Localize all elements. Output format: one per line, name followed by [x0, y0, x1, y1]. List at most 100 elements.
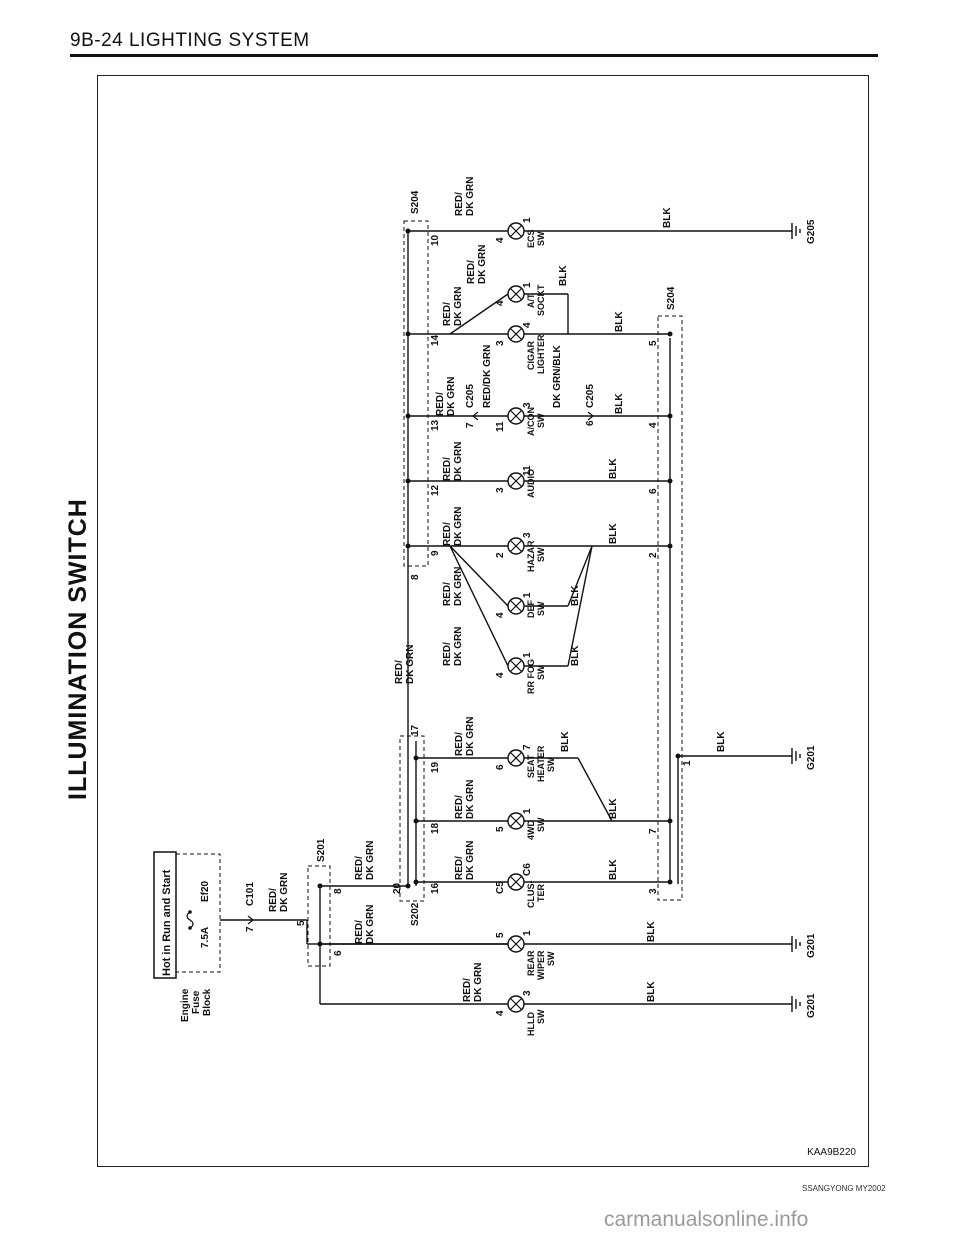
hazard-pin-in: 2 [495, 552, 506, 558]
s202-splice-box [399, 735, 425, 902]
def-label1: DEF [526, 599, 536, 618]
a-con-pin-in: 11 [495, 421, 506, 432]
hlld-g201: G201 [806, 993, 817, 1018]
cigar-pin-out: 4 [522, 322, 533, 328]
s202-pin-17: 17 [410, 724, 421, 736]
s201-out-color2: DK GRN [365, 905, 376, 944]
footer-text: SSANGYONG MY2002 [802, 1184, 886, 1193]
fuse-symbol [186, 911, 194, 929]
branch-rr-fog-def [408, 545, 670, 667]
hazard-wire-color2: DK GRN [453, 507, 464, 546]
a-con-inline-color: RED/DK GRN [482, 345, 493, 408]
cluster-pin-out: C6 [522, 863, 533, 876]
g201-bus-wire-label: BLK [716, 731, 727, 752]
a-con-label2: SW [536, 413, 546, 428]
ecs-wire-color2: DK GRN [465, 177, 476, 216]
cigar-blk: BLK [614, 311, 625, 332]
def-wire-color2: DK GRN [453, 567, 464, 606]
ecs-blk: BLK [662, 207, 673, 228]
s202-pin-19: 19 [430, 761, 441, 773]
s201-pin-6: 6 [333, 950, 344, 956]
s204-label: S204 [410, 190, 421, 214]
g201-bus-ground-symbol [791, 748, 801, 764]
s201-label: S201 [316, 838, 327, 862]
def-label2: SW [536, 601, 546, 616]
cluster-blk: BLK [608, 859, 619, 880]
s204-pin-12: 12 [430, 484, 441, 496]
wiring-diagram: Hot in Run and Start 7.5A Ef20 Engine Fu… [153, 177, 817, 1036]
rear-wiper-pin-in: 5 [495, 932, 506, 938]
s202-pin-18: 18 [430, 822, 441, 834]
a-con-blk: BLK [614, 393, 625, 414]
rear-wiper-label2: WIPER [536, 950, 546, 980]
feed-wire-color1: RED/ [268, 888, 279, 912]
4wd-label1: 4WD [526, 820, 536, 841]
g205-label: G205 [806, 219, 817, 244]
header-rule [70, 54, 878, 57]
at-sockt-blk: BLK [558, 265, 569, 286]
seat-heater-label3: SW [546, 757, 556, 772]
s204-pin-14: 14 [430, 334, 441, 346]
rear-wiper-label1: REAR [526, 950, 536, 976]
s204-splice-box [403, 220, 429, 567]
def-blk: BLK [570, 585, 581, 606]
rr-fog-label2: SW [536, 665, 546, 680]
s201-pin-8: 8 [333, 888, 344, 894]
cluster-label1: CLUS- [526, 881, 536, 909]
s204b-pin-1: 1 [682, 760, 693, 766]
4wd-label2: SW [536, 817, 546, 832]
rr-fog-pin-out: 1 [522, 652, 533, 658]
s204-ground-splice-box [657, 315, 683, 901]
c205-pin-a: 7 [465, 422, 476, 428]
feed-wire-color2: DK GRN [279, 873, 290, 912]
c101-label: C101 [245, 882, 256, 906]
4wd-wire-color2: DK GRN [465, 780, 476, 819]
c101-pin: 7 [245, 926, 256, 932]
def-wire-color1: RED/ [442, 582, 453, 606]
g201-bus-label: G201 [806, 745, 817, 770]
hazard-label1: HAZAR [526, 540, 536, 572]
cluster-wire-color2: DK GRN [465, 841, 476, 880]
s201-out-color1: RED/ [354, 920, 365, 944]
side-title: ILLUMINATION SWITCH [64, 498, 92, 800]
bus-color1: RED/ [394, 660, 405, 684]
hlld-pin-out: 3 [522, 990, 533, 996]
bus-color2: DK GRN [405, 645, 416, 684]
branch-hlld [319, 944, 801, 1012]
ecs-label2: SW [536, 231, 546, 246]
seat-heater-label1: SEAT [526, 754, 536, 778]
def-pin-out: 1 [522, 592, 533, 598]
c205-label-a: C205 [465, 384, 476, 408]
a-con-label1: A/CON [526, 407, 536, 436]
rr-fog-label1: RR FOG [526, 659, 536, 694]
c205-connector-a [472, 411, 479, 421]
seat-heater-pin-in: 6 [495, 764, 506, 770]
at-sockt-label2: SOCKT [536, 284, 546, 316]
rr-fog-wire-color1: RED/ [442, 642, 453, 666]
branch-cigar [408, 293, 670, 335]
seat-heater-label2: HEATER [536, 745, 546, 782]
audio-pin-in: 3 [495, 487, 506, 493]
hlld-pin-in: 4 [495, 1010, 506, 1016]
hlld-wire-color2: DK GRN [473, 963, 484, 1002]
figure-code: KAA9B220 [807, 1147, 856, 1158]
at-sockt-wire-color2: DK GRN [477, 245, 488, 284]
audio-wire-color1: RED/ [442, 457, 453, 481]
s204-pin-8: 8 [410, 574, 421, 580]
s202-pin-16: 16 [430, 882, 441, 894]
fuse-id: Ef20 [200, 880, 211, 902]
s204b-pin-5: 5 [648, 340, 659, 346]
ecs-pin-out: 1 [522, 217, 533, 223]
c205-pin-b: 6 [585, 420, 596, 426]
ecs-pin-in: 4 [495, 237, 506, 243]
4wd-wire-color1: RED/ [454, 795, 465, 819]
at-sockt-pin-in: 4 [495, 300, 506, 306]
seat-heater-wire-color2: DK GRN [465, 717, 476, 756]
page-header: 9B-24 LIGHTING SYSTEM [70, 30, 310, 51]
ecs-wire-color1: RED/ [454, 192, 465, 216]
ecs-label1: ECS [526, 229, 536, 248]
c101-connector [247, 915, 254, 925]
rear-wiper-blk: BLK [646, 921, 657, 942]
cluster-wire-color1: RED/ [454, 856, 465, 880]
hlld-label1: HLLD [526, 1012, 536, 1036]
